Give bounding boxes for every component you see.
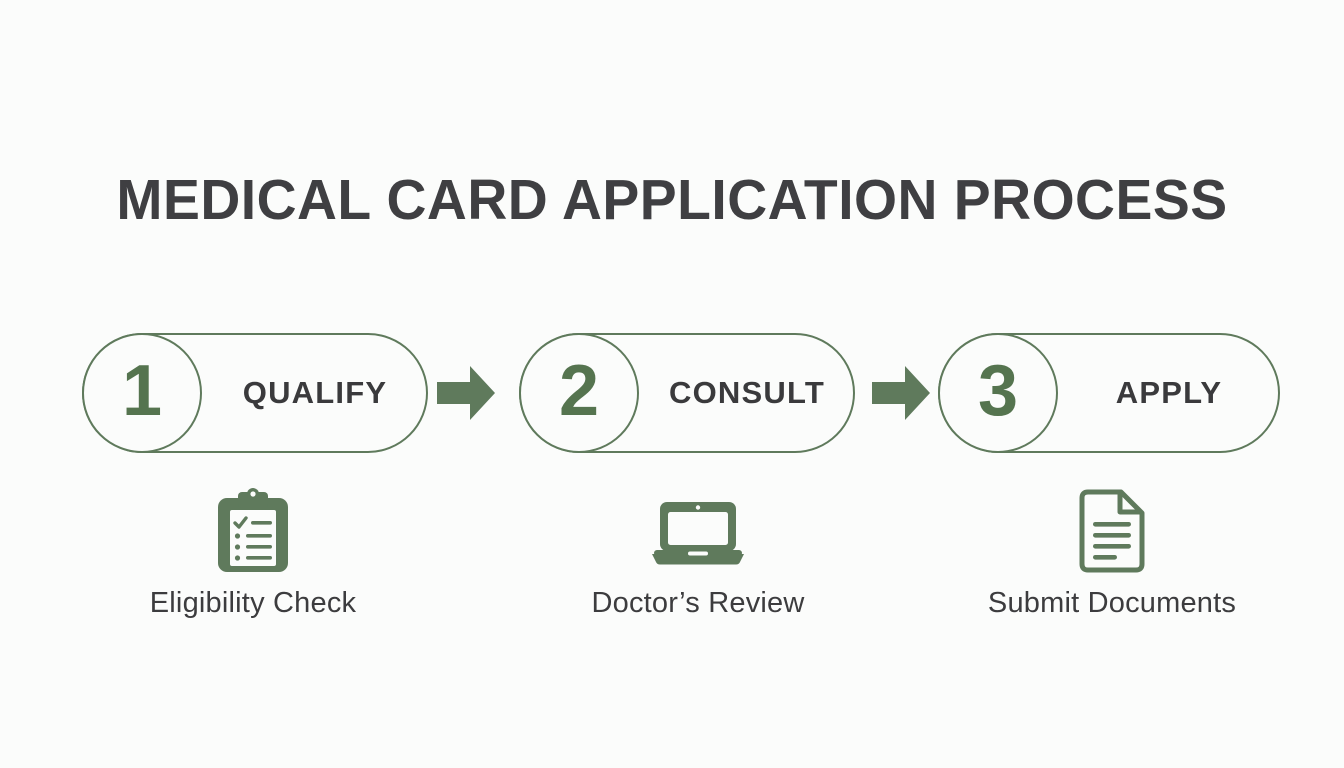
step-3-label: APPLY [1115, 375, 1223, 410]
step-1-number: 1 [121, 351, 163, 431]
step-1-number-circle: 1 [82, 333, 202, 453]
step-1[interactable]: 1 QUALIFY [82, 333, 428, 453]
detail-3: Submit Documents [962, 485, 1262, 620]
step-1-label: QUALIFY [242, 375, 388, 410]
step-2-number-circle: 2 [519, 333, 639, 453]
detail-1: Eligibility Check [103, 485, 403, 620]
step-3-number: 3 [977, 351, 1019, 431]
arrow-right-icon [437, 366, 495, 420]
step-2-label: CONSULT [669, 375, 825, 410]
step-2-number: 2 [558, 351, 600, 431]
step-3-number-circle: 3 [938, 333, 1058, 453]
detail-1-caption: Eligibility Check [149, 587, 357, 619]
detail-2-caption: Doctor’s Review [591, 587, 805, 619]
clipboard-checklist-icon [103, 485, 403, 577]
step-2[interactable]: 2 CONSULT [519, 333, 855, 453]
step-3[interactable]: 3 APPLY [938, 333, 1280, 453]
page-title: MEDICAL CARD APPLICATION PROCESS [116, 168, 1228, 232]
detail-3-caption: Submit Documents [987, 587, 1237, 619]
document-icon [962, 485, 1262, 577]
process-steps-row: 1 QUALIFY 2 CONSULT [0, 333, 1344, 453]
laptop-icon [548, 485, 848, 577]
arrow-right-icon [872, 366, 930, 420]
detail-2: Doctor’s Review [548, 485, 848, 620]
